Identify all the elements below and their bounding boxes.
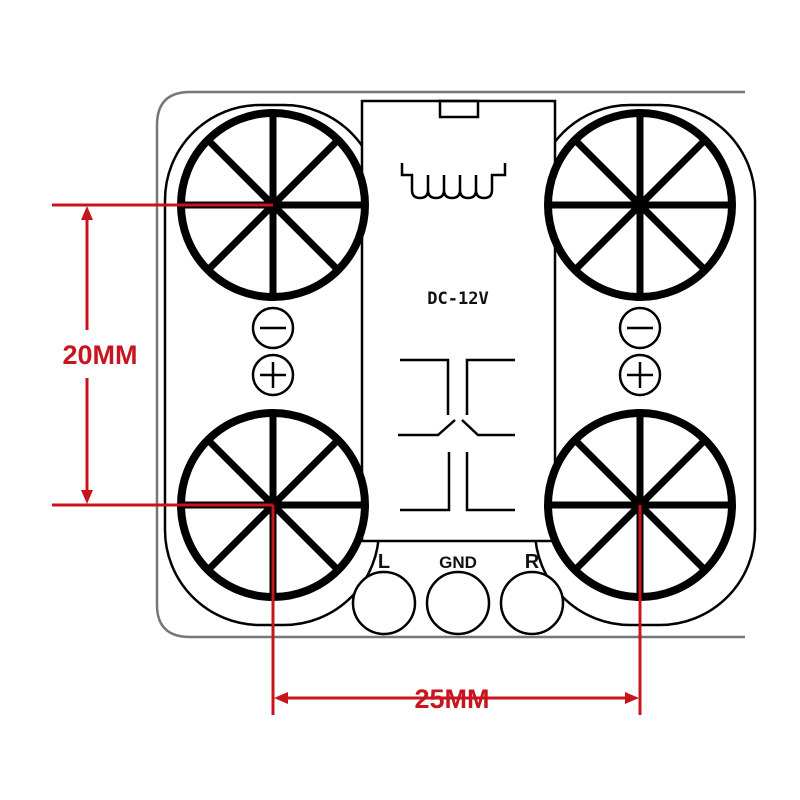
terminal-label: R <box>525 551 540 573</box>
dimension-20mm-label: 20MM <box>62 340 137 370</box>
plus-icon <box>251 353 295 397</box>
plus-icon <box>618 353 662 397</box>
relay-contact-symbol <box>398 358 515 512</box>
speaker-pad <box>544 109 736 301</box>
module-tab <box>438 99 480 119</box>
terminal-label: GND <box>439 553 477 572</box>
dimension-25mm: 25MM <box>271 505 642 715</box>
minus-icon <box>251 306 295 350</box>
minus-icon <box>618 306 662 350</box>
board-outline <box>155 90 745 639</box>
terminal-label: L <box>378 551 390 573</box>
dimension-20mm: 20MM <box>52 203 273 507</box>
terminals: L GND R <box>351 551 565 636</box>
pad-spoke <box>572 137 708 273</box>
voltage-label: DC-12V <box>427 289 488 309</box>
terminal-gnd: GND <box>425 553 491 636</box>
terminal-r: R <box>499 551 565 636</box>
polarity-marks <box>251 306 662 397</box>
relay-module-outline <box>360 99 557 543</box>
terminal-l: L <box>351 551 417 636</box>
dimension-25mm-label: 25MM <box>414 684 489 714</box>
coil-symbol <box>400 163 507 200</box>
